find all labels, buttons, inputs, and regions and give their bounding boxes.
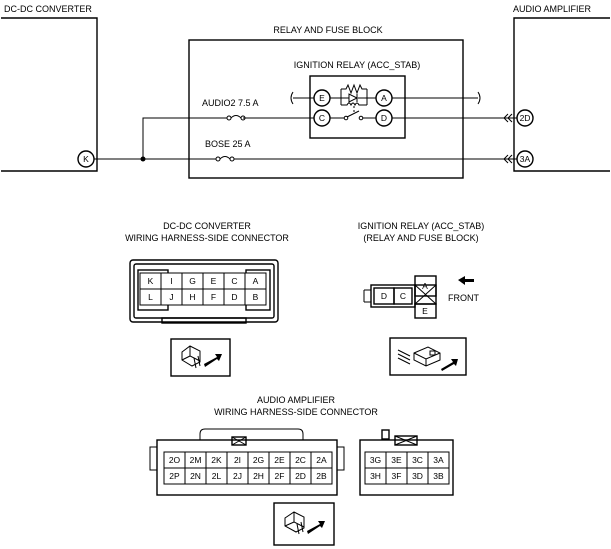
amp-view-icon [273,502,335,546]
ign-relay-connector-view: IGNITION RELAY (ACC_STAB) (RELAY AND FUS… [358,221,485,319]
dcdc-pin-b: B [253,292,259,302]
relay-terminal-e-label: E [319,93,325,103]
dcdc-pin-a: A [253,276,259,286]
relay-coil-icon [330,83,376,107]
relay-fuse-block-box [188,39,464,179]
dcdc-pin-i: I [170,276,172,286]
connector-chevron-3a [503,154,513,164]
ign-pin-c: C [400,291,406,301]
dcdc-converter-box [1,17,98,172]
amp-cell-3b [427,467,450,485]
dcdc-pin-g: G [189,276,196,286]
dcdc-connector-title: DC-DC CONVERTER [163,221,251,231]
amp-connector-subtitle: WIRING HARNESS-SIDE CONNECTOR [214,407,378,417]
audio-amplifier-unit: AUDIO AMPLIFIER 2D 3A [513,4,610,172]
dcdc-connector-housing [129,259,279,323]
amp-pin-3b: 3B [433,471,444,481]
amp-terminal-3a-label: 3A [520,154,531,164]
amp-connector-title: AUDIO AMPLIFIER [257,395,336,405]
amp-pin-3e: 3E [391,455,402,465]
fuse-audio2-label: AUDIO2 7.5 A [202,98,259,108]
ign-pin-d: D [381,291,387,301]
amp-left-housing [156,439,338,496]
front-arrow-icon [458,276,474,285]
amp-pin-2o: 2O [169,455,181,465]
ign-relay-connector-subtitle: (RELAY AND FUSE BLOCK) [363,233,478,243]
amp-pin-3a: 3A [433,455,444,465]
ign-pin-a: A [422,281,428,291]
relay-terminal-c-label: C [319,113,325,123]
dcdc-terminal-k-label: K [83,154,89,164]
front-label: FRONT [448,293,479,303]
ignition-relay-label: IGNITION RELAY (ACC_STAB) [294,60,421,70]
amp-pin-2f: 2F [275,471,285,481]
amp-pin-3c: 3C [412,455,423,465]
amp-pin-2k: 2K [211,455,222,465]
connector-chevron-2d [503,113,513,123]
fuse-audio2-icon [226,115,246,121]
amp-pin-2a: 2A [316,455,327,465]
dcdc-pin-h: H [189,292,195,302]
audio-amplifier-label: AUDIO AMPLIFIER [513,4,592,14]
dcdc-pin-grid: K I G E C A L J H F D B [139,272,267,306]
fuse-bose-label: BOSE 25 A [205,139,251,149]
amp-pin-2n: 2N [190,471,201,481]
amp-left-pin-grid: 2O 2M 2K 2I 2G 2E 2C 2A 2P 2N 2L 2J 2H 2F 2D 2B [163,451,333,485]
fuse-bose-icon [215,156,235,162]
amp-pin-2i: 2I [234,455,241,465]
dcdc-pin-c: C [231,276,237,286]
amp-cell-2b [310,467,333,485]
relay-terminal-a-label: A [381,93,387,103]
amp-pin-2h: 2H [253,471,264,481]
ign-relay-view-icon [389,337,467,376]
ign-relay-connector-title: IGNITION RELAY (ACC_STAB) [358,221,485,231]
junction-dot [140,156,146,162]
ignition-relay: IGNITION RELAY (ACC_STAB) E A C D [294,60,421,139]
amp-pin-2e: 2E [274,455,285,465]
dcdc-pin-j: J [169,292,173,302]
amp-pin-2d: 2D [295,471,306,481]
amp-pin-2m: 2M [190,455,202,465]
wiring: AUDIO2 7.5 A BOSE 25 A [94,91,517,164]
dcdc-pin-f: F [211,292,216,302]
dcdc-converter-unit: DC-DC CONVERTER K [1,4,98,172]
dcdc-converter-label: DC-DC CONVERTER [4,4,92,14]
dcdc-connector-view: DC-DC CONVERTER WIRING HARNESS-SIDE CONN… [125,221,289,324]
amp-terminal-2d-label: 2D [520,113,531,123]
dcdc-pin-d: D [231,292,237,302]
dcdc-pin-l: L [148,292,153,302]
dcdc-view-icon [170,338,231,377]
relay-fuse-block-label: RELAY AND FUSE BLOCK [273,25,382,35]
dcdc-cell-b [244,288,267,306]
amp-pin-3f: 3F [392,471,402,481]
relay-switch-icon [330,110,376,121]
amp-right-housing [359,439,454,496]
amp-pin-3d: 3D [412,471,423,481]
amp-pin-2g: 2G [253,455,264,465]
amp-pin-3h: 3H [370,471,381,481]
amp-pin-2j: 2J [233,471,242,481]
amp-pin-2p: 2P [169,471,180,481]
audio-amplifier-box [513,17,610,172]
amp-pin-2b: 2B [316,471,327,481]
dcdc-pin-k: K [148,276,154,286]
relay-fuse-block: RELAY AND FUSE BLOCK [188,25,464,179]
relay-terminal-d-label: D [381,113,387,123]
dcdc-connector-subtitle: WIRING HARNESS-SIDE CONNECTOR [125,233,289,243]
ignition-relay-box [309,75,406,139]
amp-pin-3g: 3G [370,455,381,465]
dcdc-pin-e: E [211,276,217,286]
amp-pin-2c: 2C [295,455,306,465]
amp-connector-view: AUDIO AMPLIFIER WIRING HARNESS-SIDE CONN… [149,395,454,496]
amp-right-pin-grid: 3G 3E 3C 3A 3H 3F 3D 3B [364,451,450,485]
amp-pin-2l: 2L [212,471,222,481]
ign-pin-e: E [422,306,428,316]
